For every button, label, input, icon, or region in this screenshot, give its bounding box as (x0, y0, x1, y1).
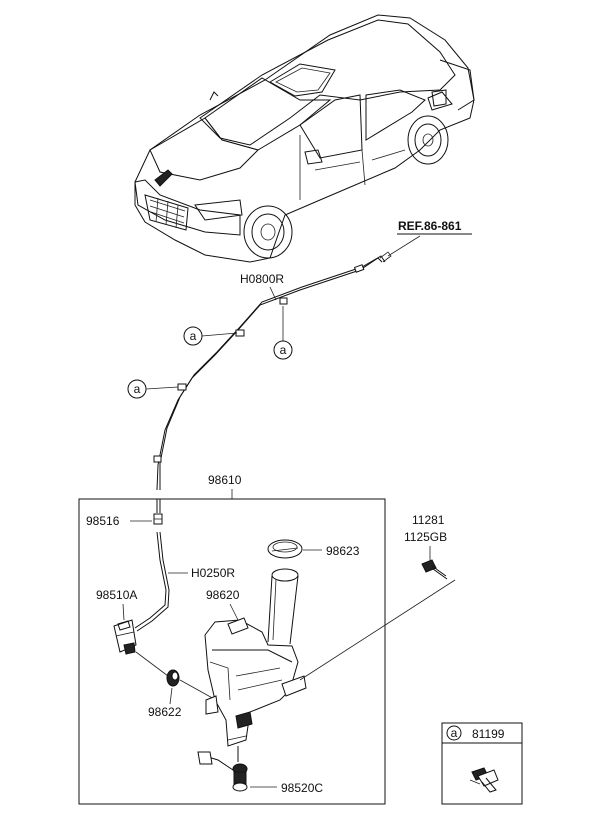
cap-label: 98623 (326, 544, 360, 558)
hose-upper-label: H0800R (240, 272, 284, 286)
callout-a-3: a (127, 379, 179, 399)
reservoir-drawing (204, 568, 307, 747)
pump-drawing (113, 619, 137, 655)
svg-text:a: a (134, 382, 141, 396)
callout-a-2: a (273, 306, 293, 360)
pump-label: 98510A (96, 588, 137, 602)
svg-text:a: a (190, 329, 197, 343)
legend-box: a 81199 (441, 722, 523, 805)
hose-upper-leader (269, 286, 277, 301)
bolt-label-b: 1125GB (404, 530, 447, 544)
grommet-label: 98622 (148, 705, 182, 719)
legend-part-number: 81199 (472, 727, 505, 741)
pump-leader (122, 603, 125, 621)
hose-lower-label: H0250R (191, 566, 235, 580)
bolt-drawing (421, 559, 448, 580)
connector-label: 98516 (86, 514, 120, 528)
level-sensor-drawing (197, 746, 248, 792)
svg-text:a: a (280, 343, 287, 357)
legend-symbol: a (451, 726, 458, 740)
reference-label: REF.86-861 (398, 219, 462, 233)
hose-upper-drawing (153, 251, 392, 491)
pump-to-grommet-line (135, 651, 169, 677)
callout-a-1: a (183, 326, 238, 346)
assembly-label: 98610 (208, 473, 242, 487)
reservoir-label: 98620 (206, 588, 240, 602)
assembly-frame (78, 498, 386, 805)
clip-icon (469, 767, 499, 793)
reference-leader (387, 235, 421, 257)
grommet-to-tank-line (179, 679, 217, 701)
car-illustration (134, 14, 475, 263)
bolt-label-a: 11281 (412, 513, 445, 527)
hose-lower-drawing (134, 531, 170, 632)
level-sensor-label: 98520C (281, 781, 323, 795)
cap-drawing (267, 539, 303, 559)
connector-drawing (153, 499, 163, 525)
grommet-drawing (166, 669, 180, 687)
grommet-leader (169, 687, 173, 705)
bolt-to-tank-line (299, 579, 456, 681)
